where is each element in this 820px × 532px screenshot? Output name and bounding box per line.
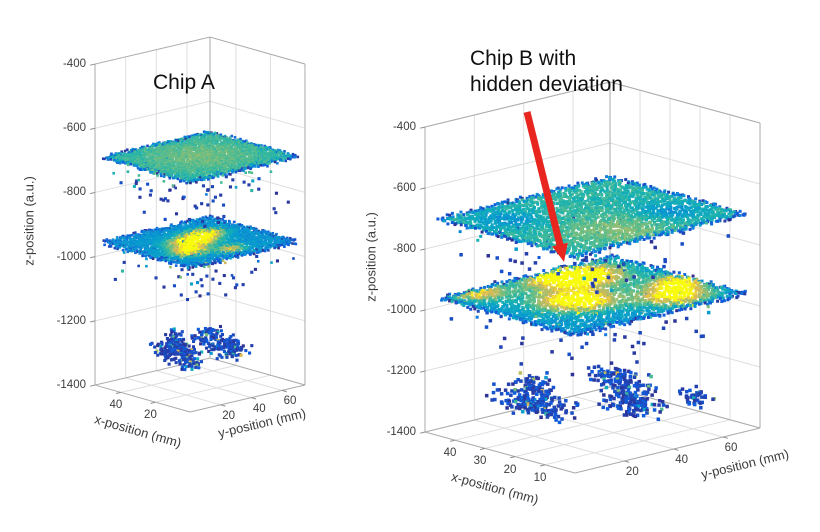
- annotation-chip-b: Chip B with hidden deviation: [470, 46, 623, 98]
- annotation-chip-a: Chip A: [153, 71, 215, 94]
- annotation-chip-b-line2: hidden deviation: [470, 73, 623, 96]
- annotation-chip-b-line1: Chip B with: [470, 47, 577, 70]
